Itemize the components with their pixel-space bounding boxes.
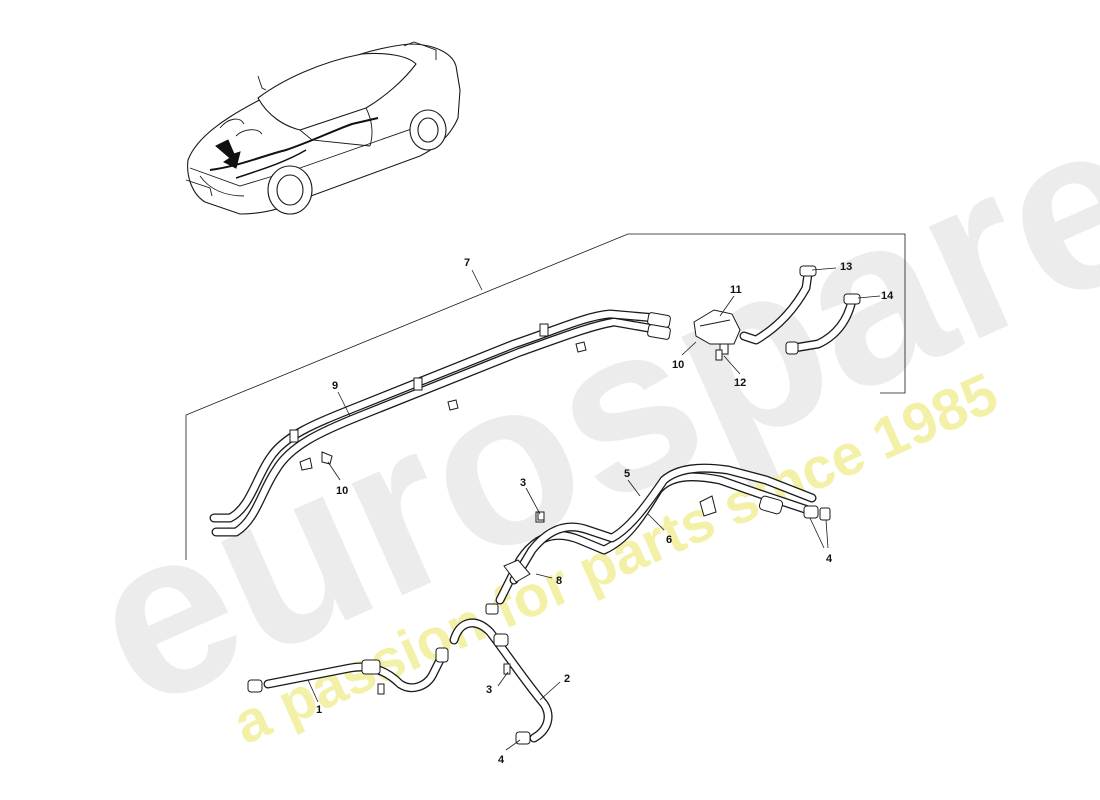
callout-11: 11 — [730, 284, 742, 296]
middle-pipe-assembly — [485, 463, 831, 615]
location-arrow-icon — [215, 139, 241, 169]
valve-block-assembly — [693, 265, 861, 361]
lower-pipe-assembly — [247, 511, 553, 745]
callout-7: 8 — [556, 575, 562, 587]
upper-pipe-assembly — [209, 309, 671, 537]
callout-12: 12 — [734, 377, 746, 389]
callout-2: 2 — [564, 673, 570, 685]
callout-3-upper: 3 — [520, 477, 526, 489]
callout-13: 13 — [840, 261, 852, 273]
callout-10-upper: 10 — [672, 359, 684, 371]
callout-8: 7 — [464, 257, 470, 269]
callout-6: 6 — [666, 534, 672, 546]
callout-10-lower: 10 — [336, 485, 348, 497]
assembly-group-frame — [185, 233, 906, 560]
callout-4-lower: 4 — [498, 754, 505, 766]
callout-5: 5 — [624, 468, 630, 480]
watermark: eurospares a passion for parts since 198… — [55, 12, 1100, 757]
callout-labels: 7 9 10 10 11 12 13 14 5 6 3 4 8 1 2 3 4 — [316, 257, 894, 766]
callout-9: 9 — [332, 380, 338, 392]
callout-14: 14 — [881, 290, 894, 302]
callout-3-lower: 3 — [486, 684, 492, 696]
callout-1: 1 — [316, 704, 322, 716]
car-locator-illustration — [185, 41, 461, 215]
callout-4-right: 4 — [826, 553, 833, 565]
leader-lines — [307, 267, 881, 751]
